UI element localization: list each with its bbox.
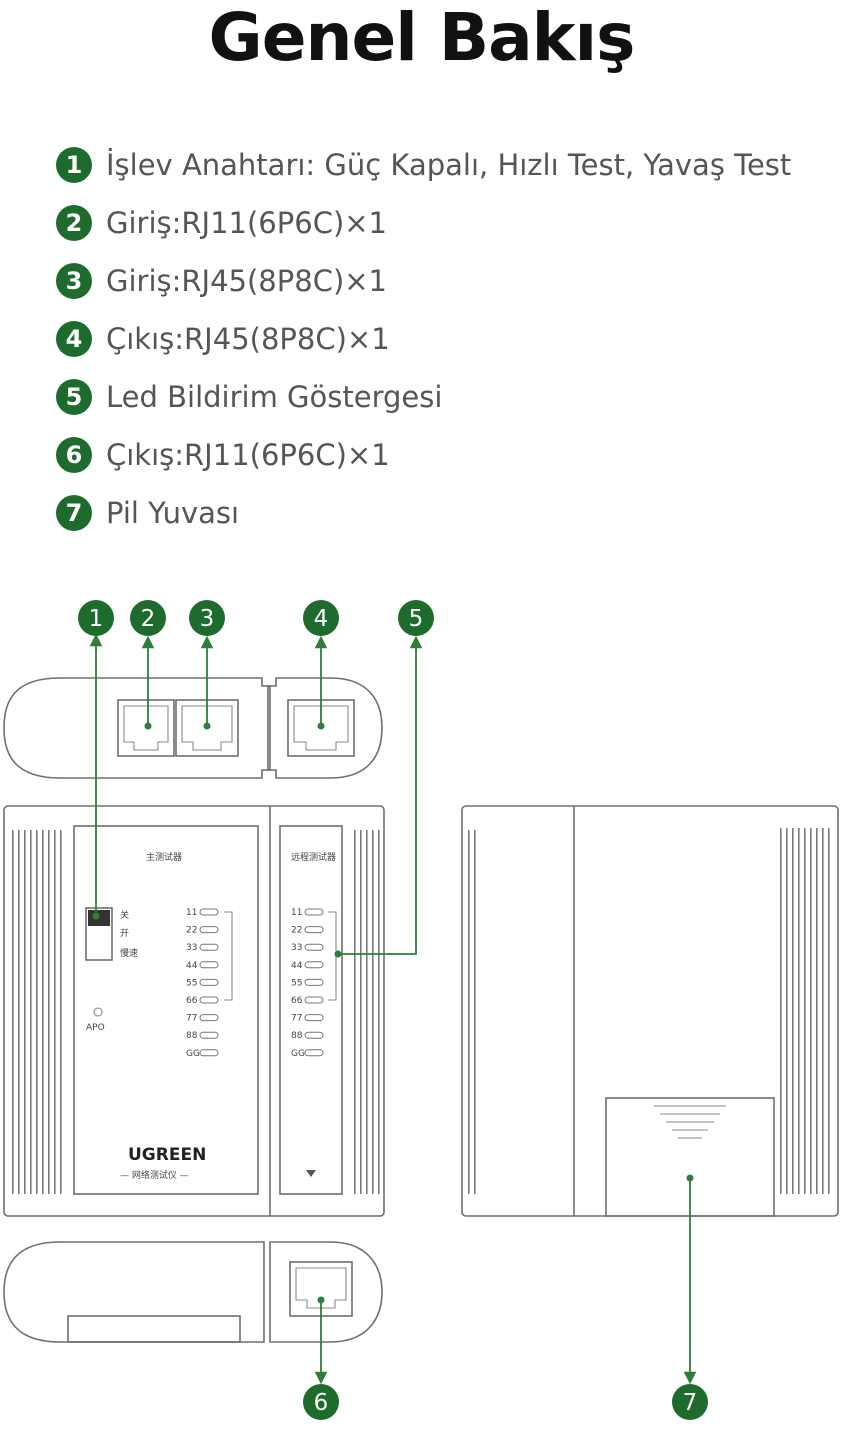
led-label: 88 (186, 1031, 198, 1041)
led-label: 44 (186, 961, 198, 971)
led-label: 77 (186, 1014, 197, 1024)
led-label: 44 (291, 961, 303, 971)
svg-text:3: 3 (200, 606, 215, 632)
led-indicator (199, 1049, 219, 1057)
led-label: 66 (186, 996, 198, 1006)
led-indicator (304, 908, 324, 916)
number-badge: 2 (56, 205, 92, 241)
callout-lines (89, 633, 697, 1385)
led-indicator (304, 978, 324, 986)
brand-subtitle: — 网络测试仪 — (120, 1169, 189, 1181)
number-badge: 7 (56, 495, 92, 531)
led-label: 22 (291, 926, 302, 936)
svg-text:2: 2 (141, 606, 156, 632)
led-indicator (199, 908, 219, 916)
device-rear-view (461, 805, 839, 1217)
list-item: 5 Led Bildirim Göstergesi (56, 368, 791, 426)
led-indicator (199, 978, 219, 986)
led-label: GG (186, 1049, 200, 1059)
led-indicator (199, 943, 219, 951)
feature-text: Çıkış:RJ45(8P8C)×1 (106, 322, 390, 356)
number-badge: 6 (56, 437, 92, 473)
number-badge: 3 (56, 263, 92, 299)
led-indicator (304, 996, 324, 1004)
switch-label-off: 关 (120, 909, 129, 921)
svg-text:1: 1 (89, 606, 104, 632)
led-indicator (304, 961, 324, 969)
remote-panel-label: 远程测试器 (291, 851, 336, 863)
feature-text: Giriş:RJ11(6P6C)×1 (106, 206, 388, 240)
led-indicator (304, 1014, 324, 1022)
svg-text:4: 4 (314, 606, 329, 632)
led-indicator (304, 1031, 324, 1039)
callout-3: 3 (189, 600, 225, 636)
callout-2: 2 (130, 600, 166, 636)
feature-text: Pil Yuvası (106, 496, 240, 530)
led-label: 22 (186, 926, 197, 936)
list-item: 7 Pil Yuvası (56, 484, 791, 542)
led-indicator (304, 1049, 324, 1057)
callout-1: 1 (78, 600, 114, 636)
led-label: 11 (291, 908, 302, 918)
apo-label: APO (86, 1023, 105, 1033)
led-label: GG (291, 1049, 305, 1059)
triangle-icon (306, 1170, 316, 1177)
list-item: 1 İşlev Anahtarı: Güç Kapalı, Hızlı Test,… (56, 136, 791, 194)
led-indicator (199, 1031, 219, 1039)
feature-text: Giriş:RJ45(8P8C)×1 (106, 264, 388, 298)
led-indicator (199, 996, 219, 1004)
feature-list: 1 İşlev Anahtarı: Güç Kapalı, Hızlı Test,… (56, 136, 791, 542)
callout-6: 6 (303, 1384, 339, 1420)
rj11-input-port (117, 699, 175, 757)
number-badge: 5 (56, 379, 92, 415)
led-indicator (304, 926, 324, 934)
led-label: 77 (291, 1014, 302, 1024)
led-indicator (304, 943, 324, 951)
callout-5: 5 (398, 600, 434, 636)
device-front-view: 主测试器 远程测试器 关 开 慢速 APO 11 22 33 44 55 66 77 88GG… (3, 805, 385, 1217)
led-label: 11 (186, 908, 197, 918)
number-badge: 4 (56, 321, 92, 357)
number-badge: 1 (56, 147, 92, 183)
list-item: 4 Çıkış:RJ45(8P8C)×1 (56, 310, 791, 368)
led-label: 66 (291, 996, 303, 1006)
switch-label-fast: 开 (120, 928, 129, 939)
led-label: 33 (186, 943, 197, 953)
page-title: Genel Bakış (208, 0, 636, 76)
led-label: 33 (291, 943, 302, 953)
list-item: 6 Çıkış:RJ11(6P6C)×1 (56, 426, 791, 484)
led-label: 55 (291, 978, 302, 988)
feature-text: İşlev Anahtarı: Güç Kapalı, Hızlı Test, … (106, 148, 792, 182)
list-item: 3 Giriş:RJ45(8P8C)×1 (56, 252, 791, 310)
feature-text: Çıkış:RJ11(6P6C)×1 (106, 438, 390, 472)
switch-label-slow: 慢速 (120, 947, 138, 959)
callout-4: 4 (303, 600, 339, 636)
led-indicator (199, 926, 219, 934)
svg-text:7: 7 (683, 1390, 698, 1416)
main-panel-label: 主测试器 (146, 851, 182, 863)
svg-text:6: 6 (314, 1390, 329, 1416)
callout-badges: 1 2 3 4 5 6 7 (78, 600, 708, 1420)
apo-indicator: APO (86, 1007, 105, 1033)
led-indicator (199, 961, 219, 969)
device-top-view (3, 677, 383, 779)
device-bottom-view (3, 1241, 383, 1343)
feature-text: Led Bildirim Göstergesi (106, 380, 443, 414)
svg-text:5: 5 (409, 606, 424, 632)
led-label: 55 (186, 978, 197, 988)
brand-logo-text: UGREEN (128, 1145, 206, 1165)
list-item: 2 Giriş:RJ11(6P6C)×1 (56, 194, 791, 252)
callout-7: 7 (672, 1384, 708, 1420)
device-diagram: 主测试器 远程测试器 关 开 慢速 APO 11 22 33 44 55 66 77 88GG… (3, 600, 839, 1420)
led-indicator (199, 1014, 219, 1022)
led-label: 88 (291, 1031, 303, 1041)
